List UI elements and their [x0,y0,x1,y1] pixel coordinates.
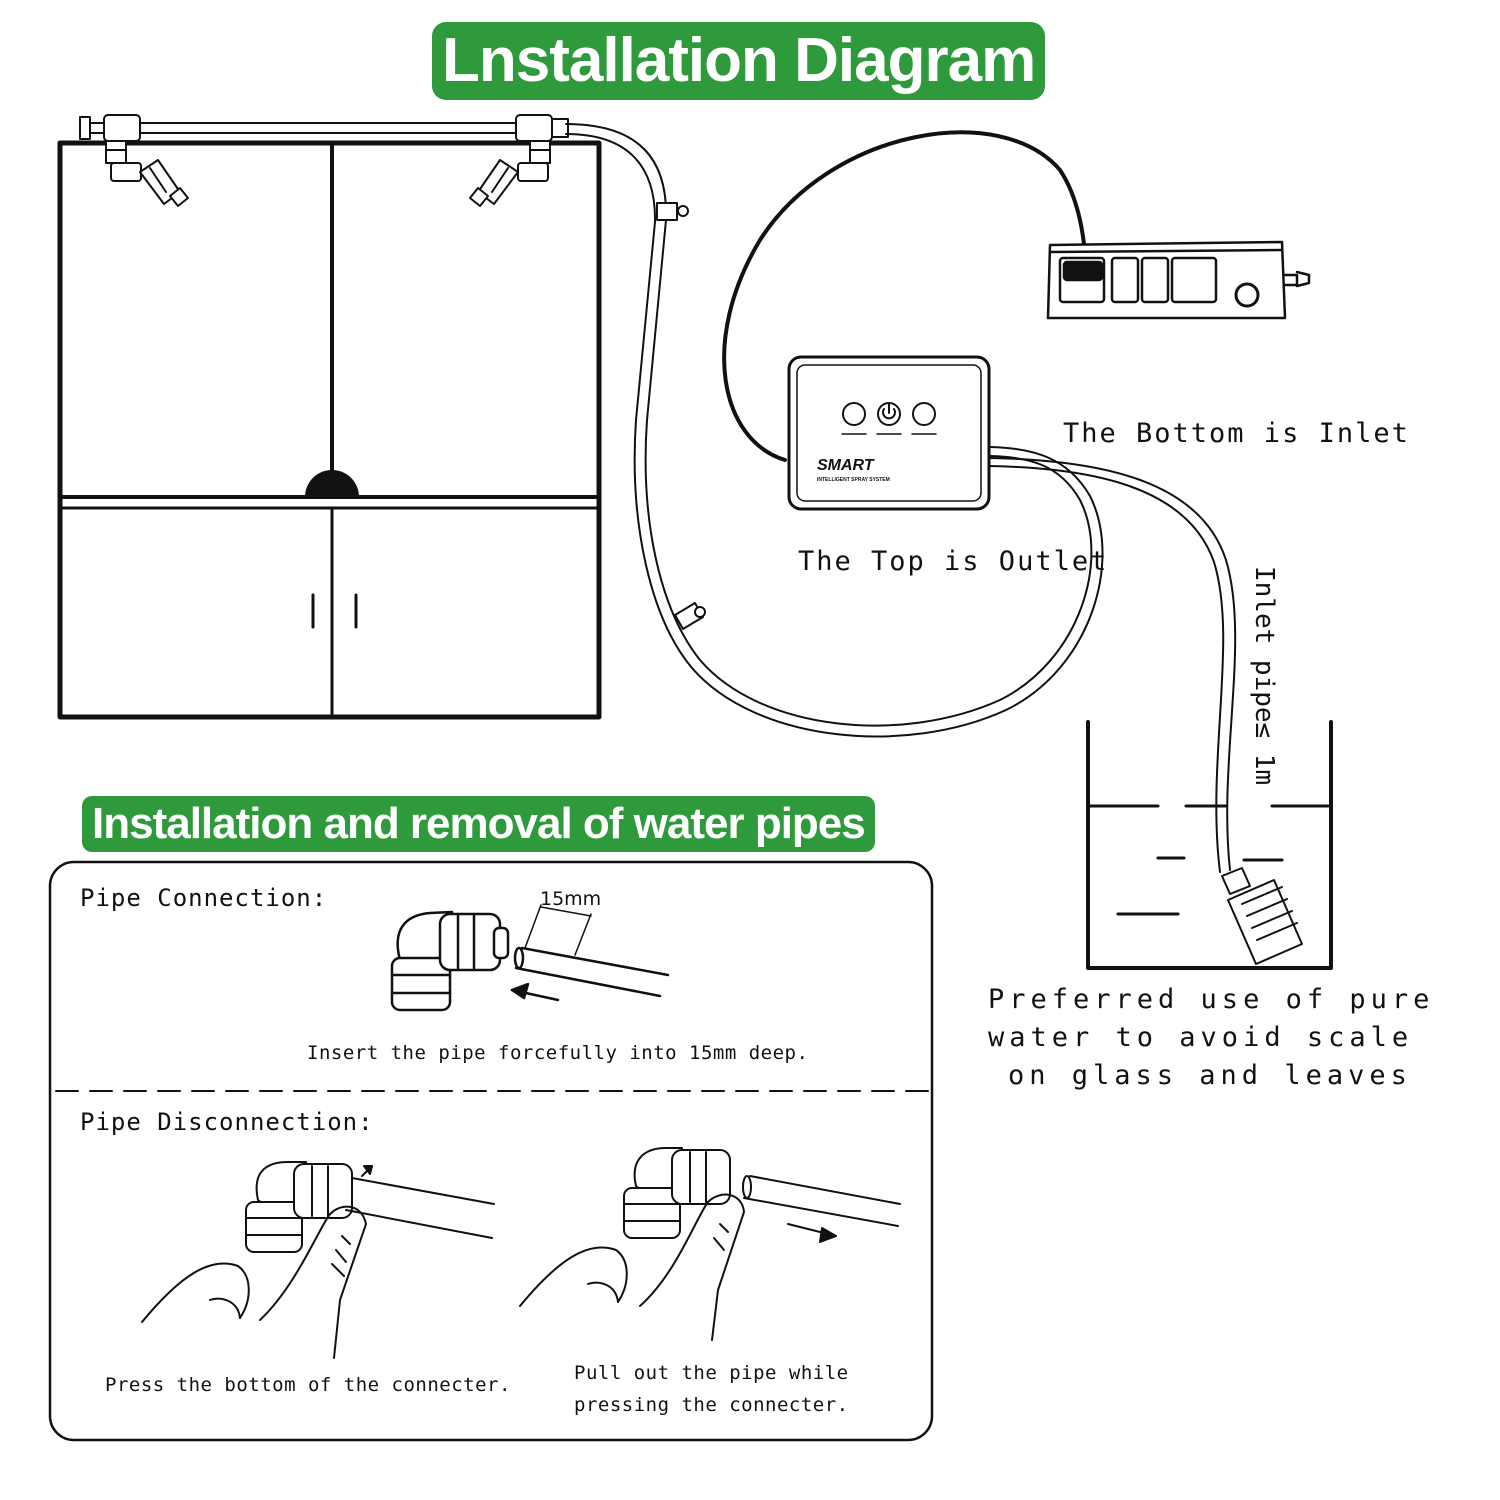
terrarium-cabinet [57,140,602,720]
pipe-disconnection-heading: Pipe Disconnection: [80,1108,374,1136]
section-title: Installation and removal of water pipes [82,796,875,852]
inlet-filter [1221,867,1303,965]
pipe-connection-illustration [390,904,670,1012]
insertion-depth-label: 15mm [540,888,601,910]
outlet-tube [565,123,1104,738]
device-tagline: INTELLIGENT SPRAY SYSTEM [817,477,890,483]
water-note-line-1: Preferred use of pure [988,984,1435,1015]
water-container [1086,720,1333,970]
bottom-inlet-label: The Bottom is Inlet [1063,418,1410,449]
inlet-pipe-label: Inlet pipe≤ 1m [1249,566,1279,785]
left-spray-nozzle [105,140,189,207]
pull-pipe-illustration [519,1147,901,1341]
water-note-line-2: water to avoid scale [988,1022,1414,1053]
power-strip [1046,240,1311,320]
pipe-connection-instruction: Insert the pipe forcefully into 15mm dee… [307,1042,809,1064]
pull-instruction-line-2: pressing the connecter. [574,1394,849,1416]
mode-button-icon [842,402,866,426]
inlet-tube [989,457,1237,873]
pull-instruction-line-1: Pull out the pipe while [574,1362,849,1384]
right-spray-nozzle [469,140,551,207]
top-outlet-label: The Top is Outlet [798,546,1109,577]
pipe-connection-heading: Pipe Connection: [80,884,328,912]
device-brand: SMART [817,457,875,474]
press-connector-illustration [141,1161,495,1359]
top-tubing [79,114,569,142]
power-switch-icon [1234,282,1260,308]
press-instruction: Press the bottom of the connecter. [105,1374,511,1396]
controller-device [787,355,991,511]
instruction-panel [48,860,934,1442]
diagram-title: Lnstallation Diagram [432,22,1046,100]
vent-dome [305,470,359,497]
power-cable [722,130,1088,462]
water-note-line-3: on glass and leaves [1008,1060,1412,1091]
plugged-in-plug [1062,260,1104,282]
spray-button-icon [912,402,936,426]
